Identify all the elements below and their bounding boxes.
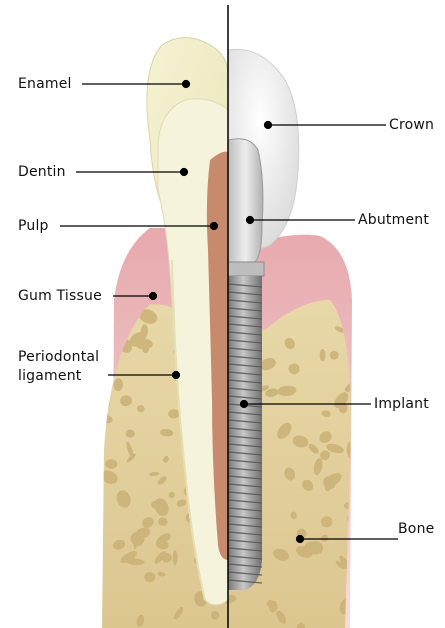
label-implant: Implant bbox=[374, 395, 429, 413]
label-bone: Bone bbox=[398, 520, 434, 538]
label-dentin: Dentin bbox=[18, 163, 66, 181]
label-gum-tissue: Gum Tissue bbox=[18, 287, 102, 305]
label-abutment: Abutment bbox=[358, 211, 429, 229]
bone-pore bbox=[101, 336, 115, 350]
abutment bbox=[228, 139, 263, 262]
label-crown: Crown bbox=[389, 116, 434, 134]
bone-pore bbox=[173, 550, 178, 565]
label-periodontal-ligament-line2: ligament bbox=[18, 367, 81, 385]
label-periodontal-ligament-line1: Periodontal bbox=[18, 348, 99, 366]
label-pulp: Pulp bbox=[18, 217, 49, 235]
label-enamel: Enamel bbox=[18, 75, 72, 93]
